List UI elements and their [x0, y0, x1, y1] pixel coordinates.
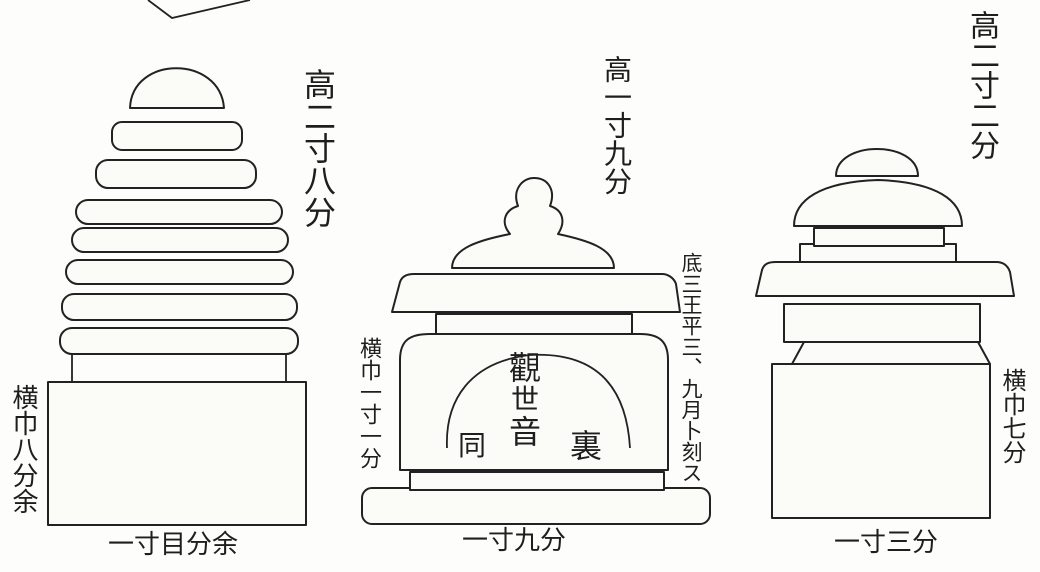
right-drum: [783, 303, 981, 343]
inscription-back: 裏: [570, 427, 603, 465]
left-height-label: 高二寸八分: [299, 68, 337, 228]
right-stupa: [755, 148, 1015, 519]
right-height-label: 高二寸二分: [964, 10, 999, 160]
inscription-kan: 觀: [509, 349, 542, 387]
left-ring-2: [111, 121, 243, 151]
left-base-block: [47, 381, 307, 526]
right-roof: [755, 261, 1015, 297]
center-neck: [435, 313, 633, 335]
center-body: [399, 333, 669, 471]
center-finial: [451, 177, 615, 269]
left-base-label: 一寸目分余: [108, 530, 239, 560]
center-bottom-plinth: [361, 487, 711, 525]
center-roof: [391, 273, 681, 313]
left-ring-8: [59, 327, 299, 355]
center-arch: [446, 353, 631, 449]
right-base-block: [771, 363, 991, 519]
center-plinth-band: [409, 471, 665, 491]
left-ring-3: [95, 159, 257, 189]
right-dome: [835, 148, 919, 177]
right-base-label: 一寸三分: [834, 528, 939, 558]
center-reliquary: [361, 177, 711, 525]
left-ring-5: [71, 227, 289, 253]
left-ring-7: [61, 293, 298, 321]
left-ring-6: [65, 259, 294, 285]
right-upper-band-2: [813, 227, 945, 247]
center-base-label: 一寸九分: [462, 526, 567, 556]
right-width-label: 横巾七分: [998, 368, 1026, 464]
left-width-label: 横巾八分余: [8, 384, 38, 514]
center-bottom-note: 底三王平三、九月卜刻ス: [679, 252, 703, 483]
top-fragment: [147, 0, 251, 19]
center-width-label: 横巾一寸一分: [356, 337, 381, 469]
left-ring-4: [75, 199, 283, 225]
inscription-on: 音: [509, 413, 542, 451]
left-stupa: [47, 67, 307, 526]
left-dome: [129, 67, 225, 109]
inscription-ze: 世: [511, 383, 540, 416]
center-height-label: 高一寸九分: [600, 55, 633, 195]
right-neck: [791, 341, 991, 365]
right-cap: [793, 179, 963, 227]
inscription-same: 同: [458, 429, 487, 462]
